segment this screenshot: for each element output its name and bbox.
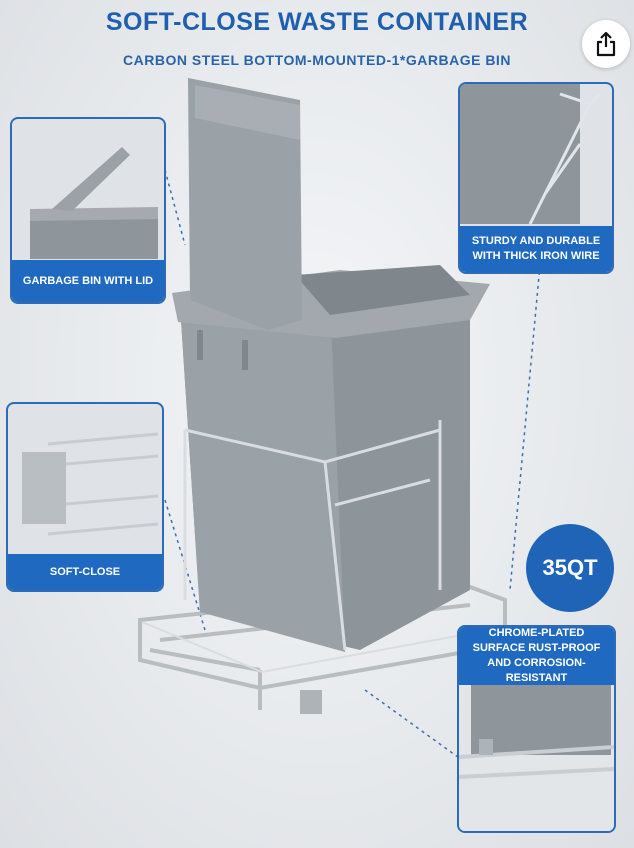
feature-label-lid: GARBAGE BIN WITH LID [12,260,164,302]
feature-card-lid: GARBAGE BIN WITH LID [10,117,166,304]
product-subtitle: CARBON STEEL BOTTOM-MOUNTED-1*GARBAGE BI… [123,52,511,68]
feature-label-wire: STURDY AND DURABLE WITH THICK IRON WIRE [460,226,612,272]
feature-card-chrome: CHROME-PLATED SURFACE RUST-PROOF AND COR… [457,625,616,833]
capacity-badge: 35QT [526,524,614,612]
product-title: SOFT-CLOSE WASTE CONTAINER [105,8,529,36]
share-icon [596,31,616,57]
feature-card-softclose: SOFT-CLOSE [6,402,164,592]
wire-frame [183,420,442,651]
lid-detail-image [30,147,158,259]
bin-body [172,265,490,652]
softclose-detail-image [22,432,159,536]
feature-label-softclose: SOFT-CLOSE [8,554,162,590]
feature-card-wire: STURDY AND DURABLE WITH THICK IRON WIRE [458,82,614,274]
bin-lid [188,78,302,330]
wire-detail-image [460,84,602,225]
chrome-detail-image [459,685,614,831]
feature-label-chrome: CHROME-PLATED SURFACE RUST-PROOF AND COR… [459,627,614,685]
share-button[interactable] [582,20,630,68]
